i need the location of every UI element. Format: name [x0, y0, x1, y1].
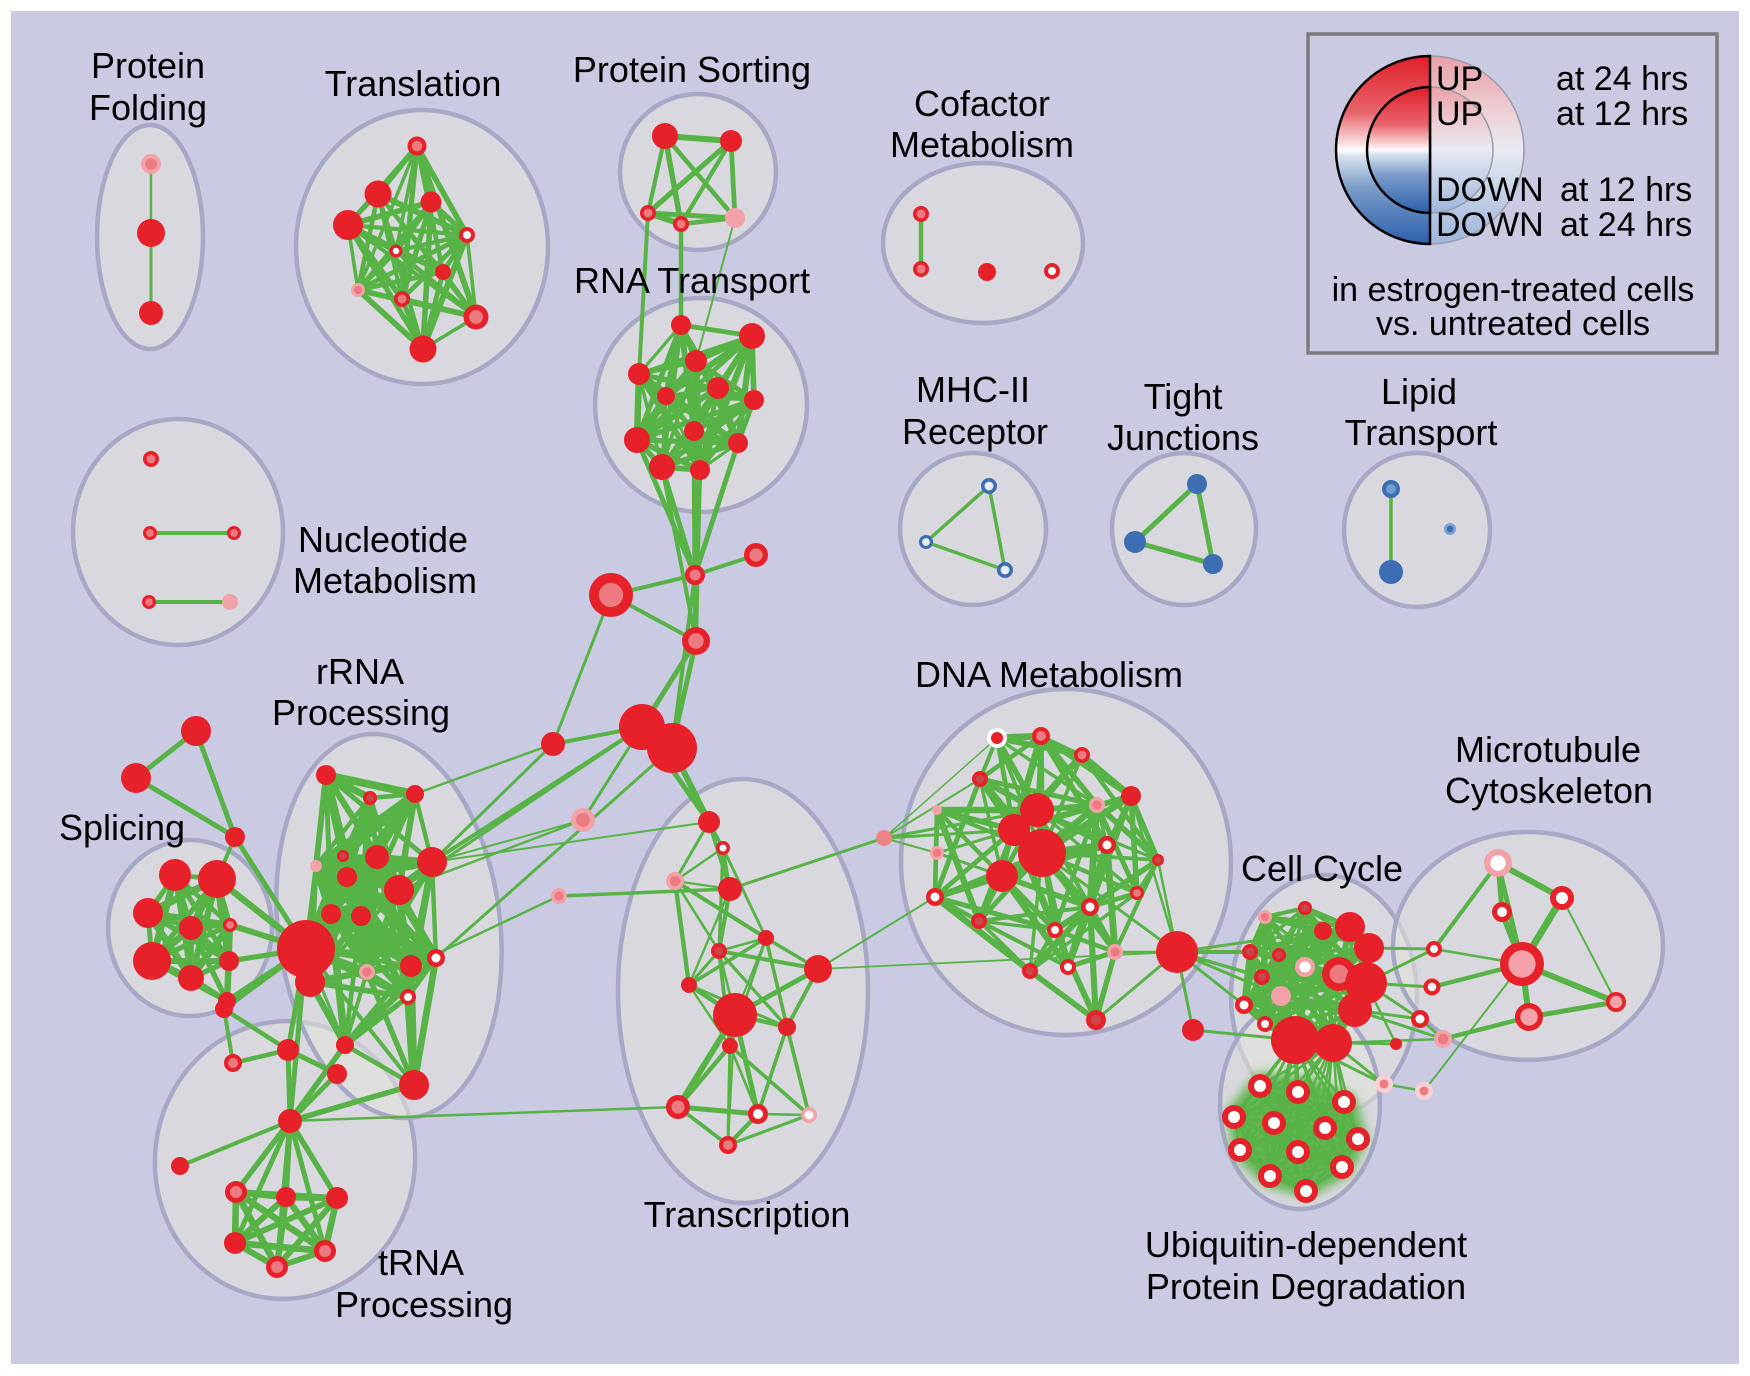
svg-text:Folding: Folding: [89, 87, 207, 128]
svg-text:at 24 hrs: at 24 hrs: [1556, 60, 1688, 98]
svg-text:UP: UP: [1436, 60, 1483, 98]
svg-text:Translation: Translation: [325, 63, 502, 104]
svg-text:at 12 hrs: at 12 hrs: [1556, 95, 1688, 133]
svg-text:in estrogen-treated cells: in estrogen-treated cells: [1332, 271, 1695, 309]
svg-text:Cofactor: Cofactor: [914, 83, 1050, 124]
svg-text:RNA Transport: RNA Transport: [574, 260, 810, 301]
svg-text:Cell Cycle: Cell Cycle: [1241, 848, 1403, 889]
svg-text:Junctions: Junctions: [1107, 417, 1259, 458]
svg-text:Metabolism: Metabolism: [890, 124, 1074, 165]
svg-text:DNA Metabolism: DNA Metabolism: [915, 654, 1183, 695]
svg-text:Processing: Processing: [272, 692, 450, 733]
svg-text:Tight: Tight: [1144, 376, 1223, 417]
svg-text:Microtubule: Microtubule: [1455, 729, 1641, 770]
svg-text:tRNA: tRNA: [378, 1242, 464, 1283]
svg-text:Transcription: Transcription: [644, 1194, 851, 1235]
svg-text:Splicing: Splicing: [59, 807, 185, 848]
svg-text:UP: UP: [1436, 95, 1483, 133]
svg-text:Protein Degradation: Protein Degradation: [1146, 1266, 1466, 1307]
svg-text:Nucleotide: Nucleotide: [298, 519, 468, 560]
svg-text:Lipid: Lipid: [1381, 371, 1457, 412]
svg-text:Cytoskeleton: Cytoskeleton: [1445, 770, 1653, 811]
svg-text:Transport: Transport: [1345, 412, 1498, 453]
svg-text:Protein: Protein: [91, 45, 205, 86]
svg-text:vs. untreated cells: vs. untreated cells: [1376, 305, 1650, 343]
svg-text:at 12 hrs: at 12 hrs: [1560, 171, 1692, 209]
svg-text:Processing: Processing: [335, 1284, 513, 1325]
svg-text:rRNA: rRNA: [316, 651, 404, 692]
svg-text:DOWN: DOWN: [1436, 206, 1544, 244]
svg-text:Ubiquitin-dependent: Ubiquitin-dependent: [1145, 1224, 1467, 1265]
svg-text:MHC-II: MHC-II: [916, 369, 1030, 410]
svg-text:Metabolism: Metabolism: [293, 560, 477, 601]
svg-text:Receptor: Receptor: [902, 411, 1048, 452]
svg-text:Protein Sorting: Protein Sorting: [573, 49, 811, 90]
svg-text:at 24 hrs: at 24 hrs: [1560, 206, 1692, 244]
svg-text:DOWN: DOWN: [1436, 171, 1544, 209]
